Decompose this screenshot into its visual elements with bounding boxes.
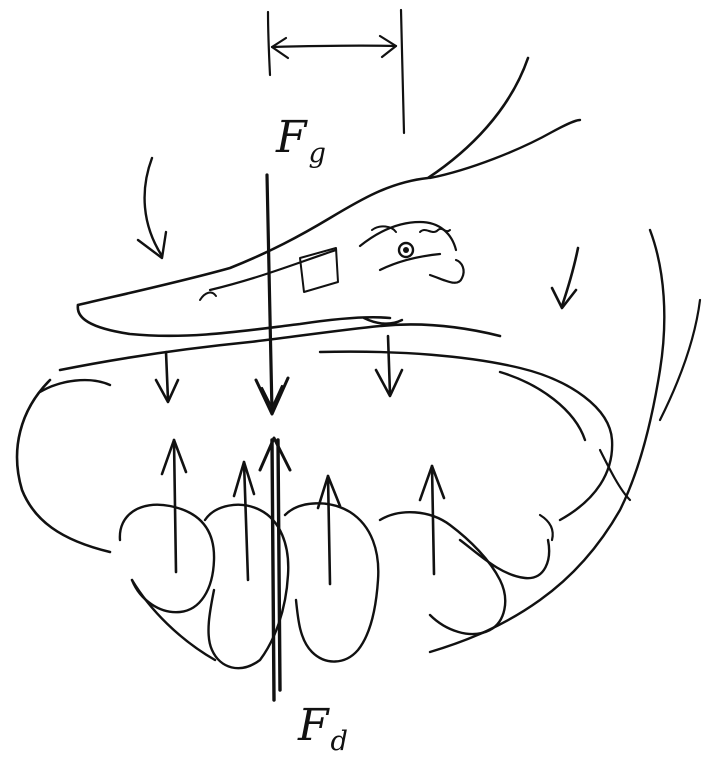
drag-force-symbol: F bbox=[298, 700, 329, 751]
down-arrow-right-icon bbox=[552, 248, 578, 308]
gravity-force-symbol: F bbox=[276, 112, 307, 163]
curved-arrow-icon bbox=[138, 158, 166, 258]
drag-force-arrow bbox=[260, 438, 290, 700]
gravity-force-subscript: g bbox=[309, 138, 326, 169]
eye-icon bbox=[399, 243, 413, 257]
gravity-force-arrow bbox=[256, 175, 288, 414]
contact-line bbox=[60, 324, 500, 370]
upper-body-outline bbox=[78, 58, 580, 336]
lower-body-outline bbox=[17, 230, 700, 652]
fingers-outline bbox=[120, 503, 553, 668]
drag-force-subscript: d bbox=[331, 726, 348, 757]
gravity-force-label: Fg bbox=[276, 112, 326, 163]
drag-force-label: Fd bbox=[298, 700, 348, 751]
